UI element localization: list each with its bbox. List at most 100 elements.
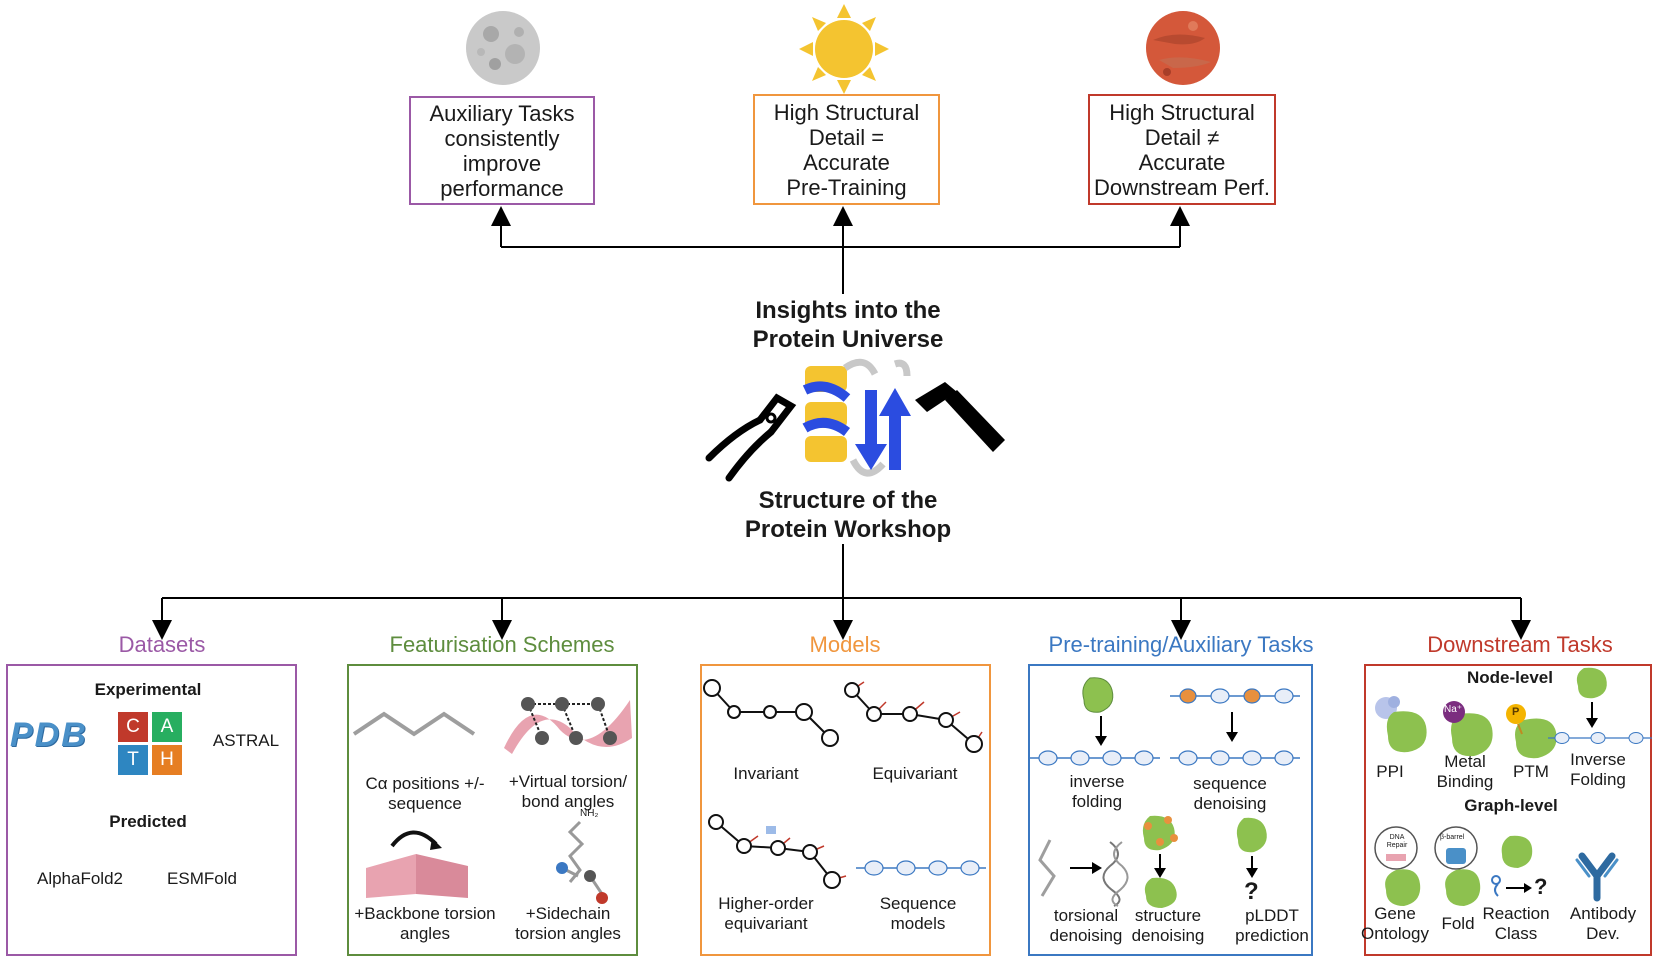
experimental-label: Experimental (94, 680, 202, 699)
dna-repair-glyph: DNA Repair (1383, 834, 1411, 850)
insight-box-pretraining: High Structural Detail = Accurate Pre-Tr… (753, 94, 940, 205)
pretraining-title: Pre-training/Auxiliary Tasks (1048, 632, 1314, 657)
insight-line: performance (440, 175, 564, 201)
pretraining-panel (1028, 664, 1313, 956)
models-title: Models (809, 632, 881, 657)
protein-structure-icon (802, 358, 911, 477)
predicted-label: Predicted (109, 812, 187, 831)
label-line: Antibody (1569, 904, 1637, 923)
gene-ontology-label: Gene Ontology (1360, 904, 1430, 944)
esmfold-label: ESMFold (167, 869, 237, 888)
featurisation-title: Featurisation Schemes (389, 632, 615, 657)
label-line: sequence (388, 794, 462, 813)
insight-line: Detail ≠ (1144, 124, 1220, 150)
reaction-class-label: Reaction Class (1476, 904, 1556, 944)
label-line: inverse (1069, 772, 1125, 791)
label-line: Inverse (1570, 750, 1626, 769)
plddt-question-mark: ? (1244, 878, 1259, 905)
ptm-icon (1506, 704, 1557, 759)
insight-line: Accurate (803, 149, 890, 175)
insight-box-downstream: High Structural Detail ≠ Accurate Downst… (1088, 94, 1276, 205)
metal-binding-icon (1443, 701, 1493, 757)
workshop-title: Structure of the Protein Workshop (648, 486, 1048, 544)
down-arrow-icon (1095, 716, 1107, 746)
ca-positions-label: Cα positions +/- sequence (350, 774, 500, 814)
label-line: angles (399, 924, 451, 943)
ppi-label: PPI (1376, 762, 1404, 781)
ppi-icon (1375, 696, 1427, 753)
downstream-title: Downstream Tasks (1427, 632, 1613, 657)
title-line: Protein Universe (752, 326, 944, 353)
label-line: bond angles (521, 792, 615, 811)
label-line: +Sidechain (525, 904, 611, 923)
label-line: Dev. (1586, 924, 1620, 943)
residue-chain-icon (1548, 732, 1652, 744)
cath-a-tile: A (152, 712, 182, 742)
backbone-torsion-label: +Backbone torsion angles (350, 904, 500, 944)
insight-line: High Structural (1109, 99, 1255, 125)
label-line: Folding (1570, 770, 1626, 789)
ptm-label: PTM (1513, 762, 1549, 781)
equivariant-graph-icon (844, 681, 983, 753)
insight-line: improve (462, 150, 542, 176)
equivariant-label: Equivariant (872, 764, 958, 783)
mars-icon (1146, 11, 1220, 85)
insight-line: Accurate (1138, 149, 1226, 175)
label-line: DNA (1389, 834, 1405, 841)
beta-barrel-glyph: β-barrel (1440, 834, 1465, 841)
label-line: Higher-order (718, 894, 814, 913)
backbone-torsion-icon (366, 830, 468, 898)
cath-c-tile: C (118, 712, 148, 742)
insight-line: consistently (444, 125, 560, 151)
na-glyph: Na⁺ (1444, 704, 1463, 715)
datasets-panel (6, 664, 297, 956)
ca-trace-icon (352, 711, 476, 737)
pliers-icon (705, 393, 797, 482)
node-level-label: Node-level (1467, 668, 1553, 687)
protein-blob-icon (1082, 677, 1114, 713)
label-line: torsion angles (515, 924, 621, 943)
antibody-icon (1575, 852, 1619, 902)
gene-ontology-icon (1374, 826, 1421, 906)
invariant-label: Invariant (733, 764, 799, 783)
reaction-question-mark: ? (1534, 874, 1548, 899)
title-line: Protein Workshop (744, 516, 952, 543)
label-line: Gene (1374, 904, 1416, 923)
label-line: torsional (1053, 906, 1119, 925)
higher-order-label: Higher-order equivariant (706, 894, 826, 934)
sun-icon (799, 4, 889, 94)
reaction-class-icon (1491, 835, 1533, 897)
protein-blob-icon (1576, 667, 1607, 699)
datasets-title: Datasets (118, 632, 206, 657)
label-line: pLDDT (1245, 906, 1299, 925)
astral-label: ASTRAL (212, 731, 280, 750)
insight-line: High Structural (773, 99, 920, 125)
label-line: structure (1134, 906, 1202, 925)
label-line: Repair (1386, 842, 1408, 849)
alphafold-label: AlphaFold2 (36, 869, 123, 888)
label-line: +Virtual torsion/ (508, 772, 628, 791)
torsional-denoising-icon (1038, 839, 1129, 907)
label-line: +Backbone torsion (354, 904, 496, 923)
down-arrow-icon (1226, 712, 1238, 742)
sidechain-icon (556, 820, 608, 904)
down-arrow-icon (1586, 702, 1598, 728)
inverse-folding-label: inverse folding (1052, 772, 1142, 812)
label-line: Ontology (1360, 924, 1430, 943)
virtual-torsion-label: +Virtual torsion/ bond angles (500, 772, 636, 812)
p-glyph: P (1512, 706, 1520, 718)
insight-line: Pre-Training (786, 174, 907, 200)
cath-t-tile: T (118, 745, 148, 775)
residue-chain-icon (1030, 750, 1160, 766)
hammer-icon (915, 382, 1005, 452)
structure-denoising-icon (1142, 815, 1178, 908)
plddt-icon (1236, 817, 1267, 878)
antibody-label: Antibody Dev. (1560, 904, 1646, 944)
sidechain-torsion-label: +Sidechain torsion angles (500, 904, 636, 944)
higher-order-graph-icon (708, 814, 847, 889)
graph-level-label: Graph-level (1464, 796, 1558, 815)
label-line: Class (1494, 924, 1538, 943)
label-line: Binding (1436, 772, 1494, 791)
featurisation-panel (347, 664, 638, 956)
